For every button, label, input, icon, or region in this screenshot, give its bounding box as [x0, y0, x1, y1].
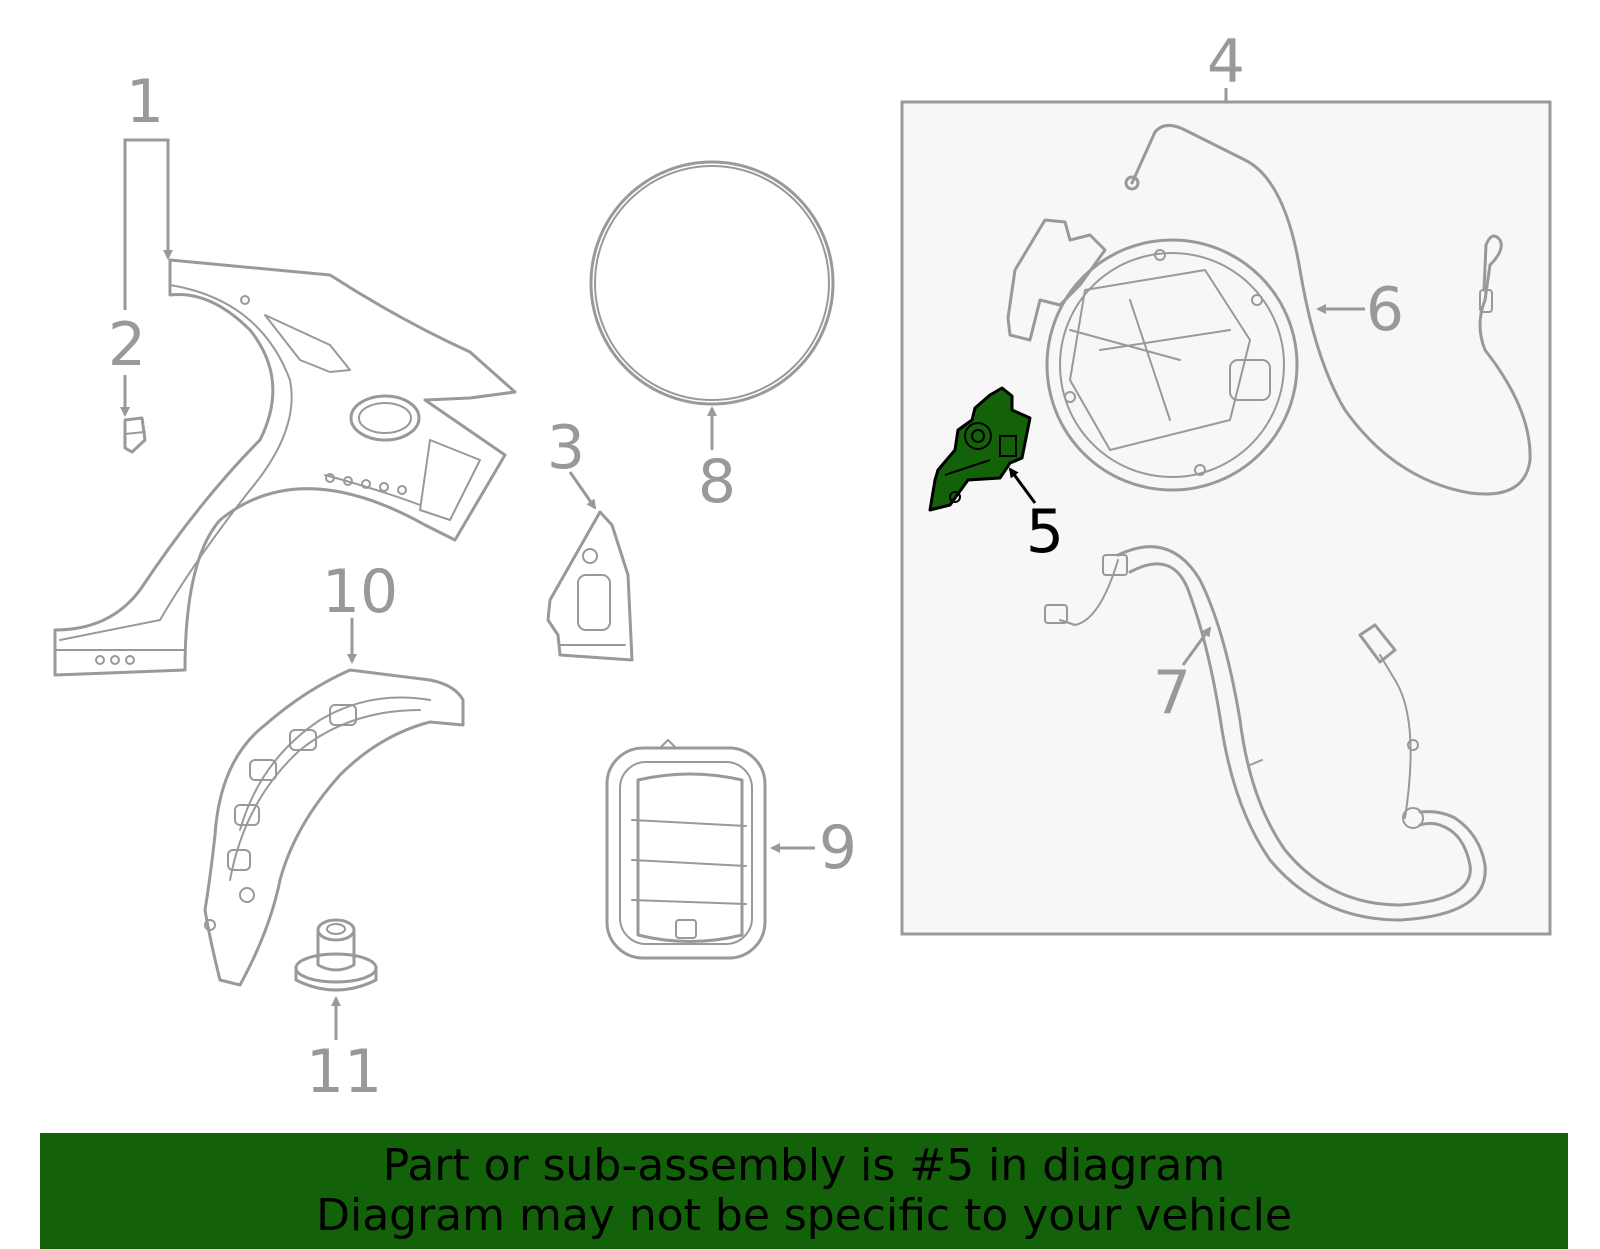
quarter-panel-part [53, 258, 517, 677]
fuel-door-part [1006, 218, 1299, 492]
subassembly-box [900, 100, 1552, 936]
callout-4: 4 [1207, 27, 1245, 97]
release-cable-part [1124, 124, 1532, 496]
banner-line-disclaimer: Diagram may not be specific to your vehi… [316, 1190, 1292, 1241]
wheel-liner-part [203, 668, 465, 987]
bracket-part [546, 510, 634, 662]
callout-5-leader [1008, 467, 1037, 504]
banner-line-part-number: Part or sub-assembly is #5 in diagram [382, 1140, 1226, 1191]
callout-1-bracket [123, 138, 173, 310]
seal-ring-part [589, 160, 835, 406]
callout-9: 9 [819, 813, 857, 883]
hose-part [1044, 545, 1487, 922]
callout-8: 8 [698, 447, 736, 517]
callout-2: 2 [108, 310, 146, 380]
fuel-door-actuator-part [928, 386, 1032, 512]
callout-7-leader [1181, 626, 1212, 666]
callout-6: 6 [1366, 275, 1404, 345]
callout-5: 5 [1026, 497, 1064, 567]
callout-10: 10 [322, 557, 398, 627]
info-banner: Part or sub-assembly is #5 in diagram Di… [40, 1133, 1568, 1249]
nut-part [294, 918, 378, 992]
clip-part [123, 416, 147, 454]
callout-3: 3 [547, 413, 585, 483]
callout-3-leader [568, 471, 597, 510]
callout-1: 1 [126, 67, 164, 137]
callout-11: 11 [306, 1037, 382, 1107]
fuel-door-housing-part [605, 739, 767, 960]
callout-7: 7 [1153, 658, 1191, 728]
